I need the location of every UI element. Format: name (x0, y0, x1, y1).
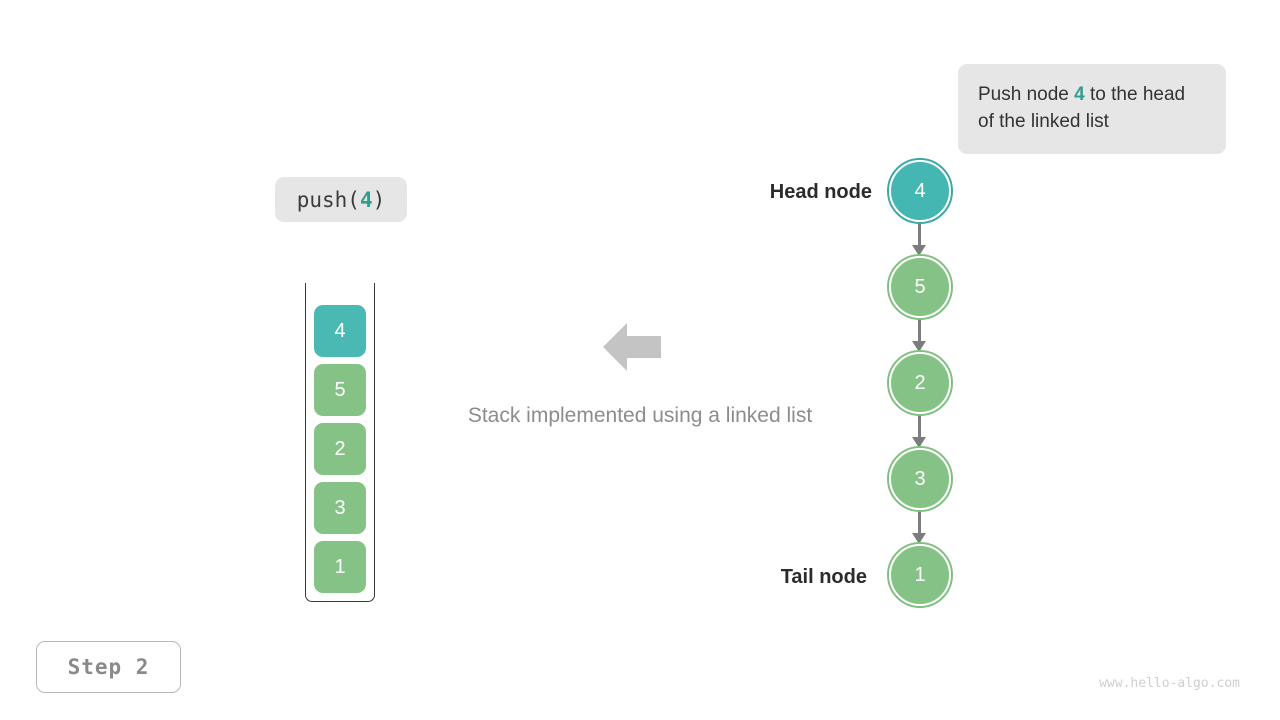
linked-list-node: 1 (889, 544, 951, 606)
linked-list-arrowhead (912, 245, 926, 256)
stack-cell: 1 (314, 541, 366, 593)
linked-list-edge (918, 415, 921, 439)
linked-list-nodes: 4 5 2 3 1 (884, 158, 956, 618)
linked-list-arrowhead (912, 533, 926, 544)
linked-list-node-ring (887, 158, 953, 224)
linked-list-node-ring (887, 542, 953, 608)
operation-label-push: push(4) (275, 177, 407, 222)
linked-list-node: 2 (889, 352, 951, 414)
watermark: www.hello-algo.com (1099, 676, 1240, 691)
callout-accent-value: 4 (1074, 84, 1085, 105)
linked-list-edge (918, 223, 921, 247)
stack-cell: 2 (314, 423, 366, 475)
step-badge: Step 2 (36, 641, 181, 693)
linked-list-arrowhead (912, 437, 926, 448)
stack-cell: 5 (314, 364, 366, 416)
linked-list-node-ring (887, 254, 953, 320)
tail-node-label: Tail node (780, 566, 867, 588)
stack-cell: 3 (314, 482, 366, 534)
head-node-label: Head node (769, 181, 872, 203)
linked-list-node: 3 (889, 448, 951, 510)
linked-list-node-ring (887, 446, 953, 512)
stack-cell: 4 (314, 305, 366, 357)
callout-bubble: Push node 4 to the head of the linked li… (958, 64, 1226, 154)
operation-argument: 4 (359, 187, 373, 212)
stack-cells: 4 5 2 3 1 (305, 283, 375, 602)
linked-list-arrowhead (912, 341, 926, 352)
operation-suffix: ) (372, 187, 386, 212)
linked-list-node: 4 (889, 160, 951, 222)
linked-list-node-ring (887, 350, 953, 416)
linked-list-edge (918, 511, 921, 535)
linked-list-edge (918, 319, 921, 343)
linked-list-node: 5 (889, 256, 951, 318)
diagram-caption: Stack implemented using a linked list (467, 404, 813, 427)
callout-text-before: Push node (978, 84, 1075, 105)
arrow-left-icon (601, 318, 663, 376)
callout-text-after: to the head of the linked list (978, 84, 1186, 132)
operation-prefix: push( (296, 187, 360, 212)
